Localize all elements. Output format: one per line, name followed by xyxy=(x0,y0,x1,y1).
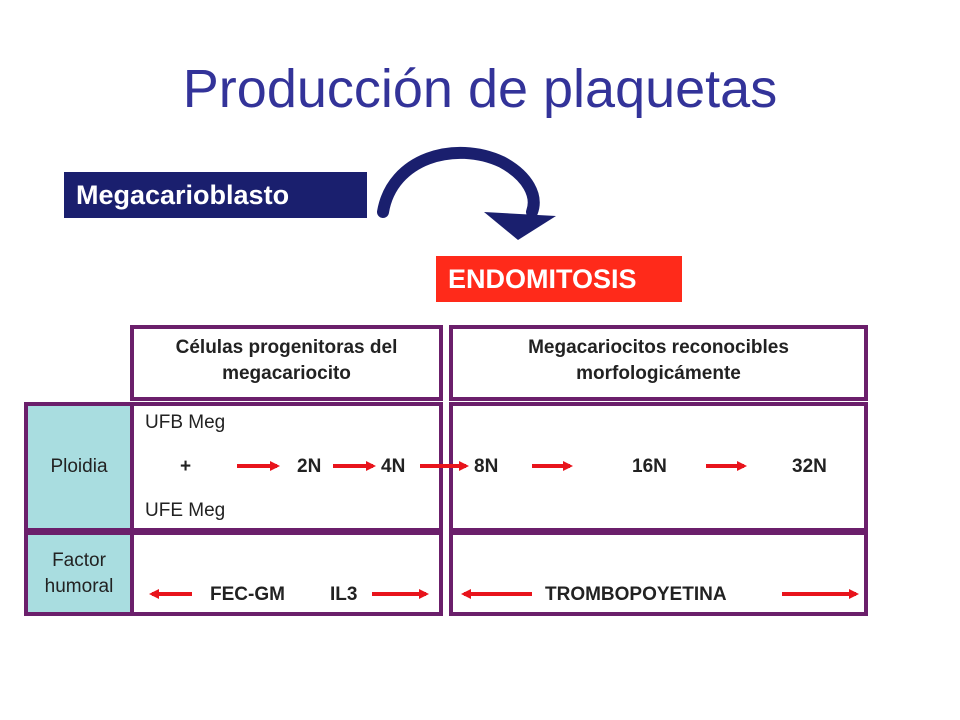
ploidy-8n: 8N xyxy=(474,456,499,477)
recognizable-header: Megacariocitos reconocibles morfologicám… xyxy=(449,325,868,401)
ploidy-2n: 2N xyxy=(297,456,322,477)
ploidia-label: Ploidia xyxy=(24,402,134,532)
progenitor-header: Células progenitoras del megacariocito xyxy=(130,325,443,401)
il3: IL3 xyxy=(330,584,358,605)
ploidia-label-text: Ploidia xyxy=(50,456,108,477)
factor-left-cell xyxy=(130,531,443,616)
ploidia-left-cell xyxy=(130,402,443,532)
ploidy-16n: 16N xyxy=(632,456,667,477)
recognizable-header-line1: Megacariocitos reconocibles xyxy=(528,337,789,358)
endomitosis-label: ENDOMITOSIS xyxy=(436,256,682,302)
factor-right-cell xyxy=(449,531,868,616)
progenitor-header-line2: megacariocito xyxy=(222,363,351,384)
megacarioblasto-label: Megacarioblasto xyxy=(64,172,367,218)
fec-gm: FEC-GM xyxy=(210,584,285,605)
factor-label-line1: Factor xyxy=(52,549,106,571)
ploidy-4n: 4N xyxy=(381,456,406,477)
recognizable-header-line2: morfologicámente xyxy=(576,363,741,384)
factor-label-line2: humoral xyxy=(44,575,114,597)
trombopoyetina: TROMBOPOYETINA xyxy=(545,584,727,605)
progenitor-header-line1: Células progenitoras del xyxy=(175,337,398,358)
plus-sign: + xyxy=(180,456,192,477)
ufe-meg: UFE Meg xyxy=(145,500,226,521)
page-title: Producción de plaquetas xyxy=(182,59,778,119)
ploidy-32n: 32N xyxy=(792,456,827,477)
ufb-meg: UFB Meg xyxy=(145,412,226,433)
